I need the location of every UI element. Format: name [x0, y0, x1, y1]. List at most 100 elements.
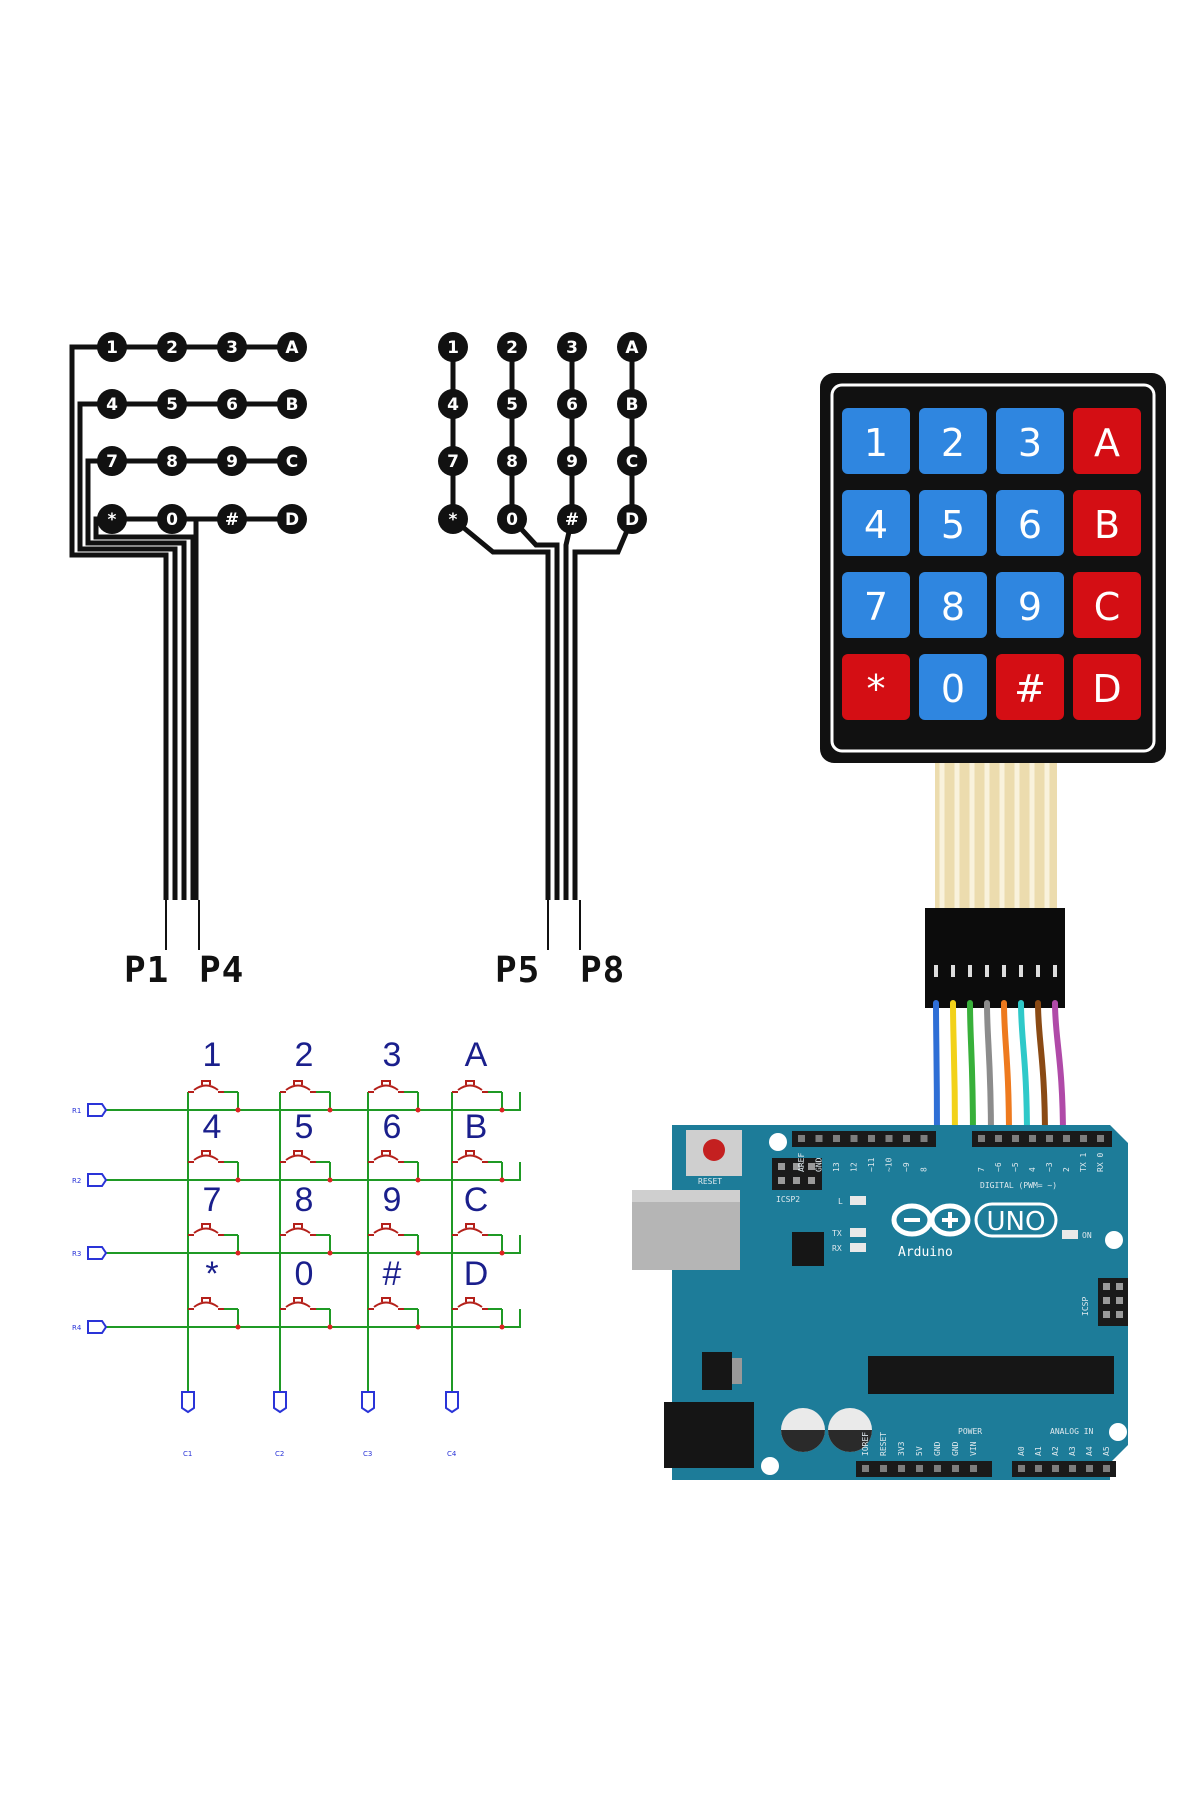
- icsp2-pin: [808, 1177, 815, 1184]
- pin-label-p4: P4: [199, 950, 244, 991]
- row-pin-4: [87, 1320, 108, 1334]
- analog-pin-socket: [1103, 1465, 1110, 1472]
- analog-pin-label: A1: [1034, 1446, 1043, 1456]
- digital-pin-label: 13: [832, 1162, 841, 1172]
- col-layout-node-label: 5: [506, 395, 518, 415]
- row-layout-node-3-3: [277, 504, 307, 534]
- junction-dot: [415, 1107, 421, 1113]
- keypad-key-3-3: [1073, 654, 1141, 720]
- keypad-key-label: 9: [1018, 585, 1042, 629]
- jumper-wire: [1018, 1000, 1030, 1141]
- row-layout-node-label: #: [225, 510, 239, 530]
- keypad-key-2-3: [1073, 572, 1141, 638]
- col-layout-node-label: 3: [566, 338, 578, 358]
- row-layout-node-label: 6: [226, 395, 238, 415]
- junction-dot: [499, 1107, 505, 1113]
- key-switch-3-1: [280, 1297, 316, 1310]
- row-layout-node-0-3: [277, 332, 307, 362]
- pin-label-p1: P1: [124, 950, 169, 991]
- connector-pin: [1036, 965, 1040, 977]
- col-layout-node-1-2: [557, 389, 587, 419]
- keypad-key-label: 7: [864, 585, 888, 629]
- power-pin-label: RESET: [879, 1432, 888, 1456]
- column-pin-4: [445, 1391, 459, 1414]
- schematic-key-label: 9: [383, 1181, 402, 1219]
- row-layout-node-2-2: [217, 446, 247, 476]
- voltage-regulator: [702, 1352, 732, 1390]
- key-switch-2-0: [188, 1223, 224, 1236]
- row-trace: [106, 1235, 521, 1254]
- digital-pin-label: 7: [977, 1167, 986, 1172]
- column-pin-label: C2: [275, 1450, 284, 1458]
- analog-pin-label: A2: [1051, 1446, 1060, 1456]
- connector-pin: [951, 965, 955, 977]
- col-layout-node-0-3: [617, 332, 647, 362]
- icsp-header: [1098, 1278, 1128, 1326]
- row-layout-node-2-1: [157, 446, 187, 476]
- digital-pin-label: TX 1: [1079, 1153, 1088, 1172]
- digital-pin-label: RX 0: [1096, 1153, 1105, 1172]
- col-layout-node-0-2: [557, 332, 587, 362]
- digital-pin-label: 2: [1062, 1167, 1071, 1172]
- row-trace: [106, 1309, 521, 1328]
- digital-pin-socket: [1046, 1135, 1053, 1142]
- row-layout-node-1-2: [217, 389, 247, 419]
- row-layout-node-0-0: [97, 332, 127, 362]
- analog-pin-socket: [1086, 1465, 1093, 1472]
- keypad-key-label: D: [1092, 667, 1121, 711]
- row-pin-1: [87, 1103, 108, 1117]
- usb-chip: [792, 1232, 824, 1266]
- keypad-key-0-1: [919, 408, 987, 474]
- col-layout-node-2-2: [557, 446, 587, 476]
- digital-pin-socket: [833, 1135, 840, 1142]
- power-pin-label: VIN: [969, 1441, 978, 1456]
- row-layout-node-0-1: [157, 332, 187, 362]
- row-layout-node-0-2: [217, 332, 247, 362]
- row-layout-node-label: 9: [226, 452, 238, 472]
- schematic-key-label: 5: [295, 1108, 314, 1146]
- row-layout-node-label: 8: [166, 452, 178, 472]
- column-pin-3: [361, 1391, 375, 1414]
- key-switch-3-2: [368, 1297, 404, 1310]
- analog-pin-socket: [1069, 1465, 1076, 1472]
- schematic-key-label: 1: [203, 1036, 222, 1074]
- jumper-wire: [1052, 1000, 1066, 1141]
- power-pin-label: GND: [933, 1441, 942, 1456]
- col-layout-node-3-1: [497, 504, 527, 534]
- digital-pin-socket: [1029, 1135, 1036, 1142]
- digital-pin-socket: [868, 1135, 875, 1142]
- power-jack: [664, 1402, 754, 1468]
- col-layout-node-3-3: [617, 504, 647, 534]
- key-switch-2-1: [280, 1223, 316, 1236]
- keypad-key-label: 3: [1018, 421, 1042, 465]
- row-pin-label: R1: [72, 1107, 81, 1115]
- icsp2-pin: [793, 1163, 800, 1170]
- key-switch-3-3: [452, 1297, 488, 1310]
- key-switch-1-3: [452, 1150, 488, 1163]
- analog-pin-socket: [1052, 1465, 1059, 1472]
- digital-pin-socket: [1063, 1135, 1070, 1142]
- junction-dot: [235, 1250, 241, 1256]
- digital-pin-socket: [995, 1135, 1002, 1142]
- schematic-key-label: C: [464, 1181, 489, 1219]
- power-pin-socket: [862, 1465, 869, 1472]
- power-pin-label: 3V3: [897, 1441, 906, 1456]
- column-pin-2: [273, 1391, 287, 1414]
- col-layout-node-label: 0: [506, 510, 518, 530]
- icsp-pin: [1116, 1311, 1123, 1318]
- col-layout-node-label: 8: [506, 452, 518, 472]
- col-layout-node-1-3: [617, 389, 647, 419]
- led-on-label: ON: [1082, 1231, 1092, 1240]
- analog-header: [1012, 1461, 1116, 1477]
- icsp-label: ICSP: [1081, 1297, 1090, 1316]
- connector-pin: [968, 965, 972, 977]
- row-layout-node-1-1: [157, 389, 187, 419]
- row-layout-node-label: 2: [166, 338, 178, 358]
- jumper-wire: [984, 1000, 994, 1141]
- icsp-pin: [1103, 1297, 1110, 1304]
- junction-dot: [415, 1250, 421, 1256]
- schematic-key-label: 3: [383, 1036, 402, 1074]
